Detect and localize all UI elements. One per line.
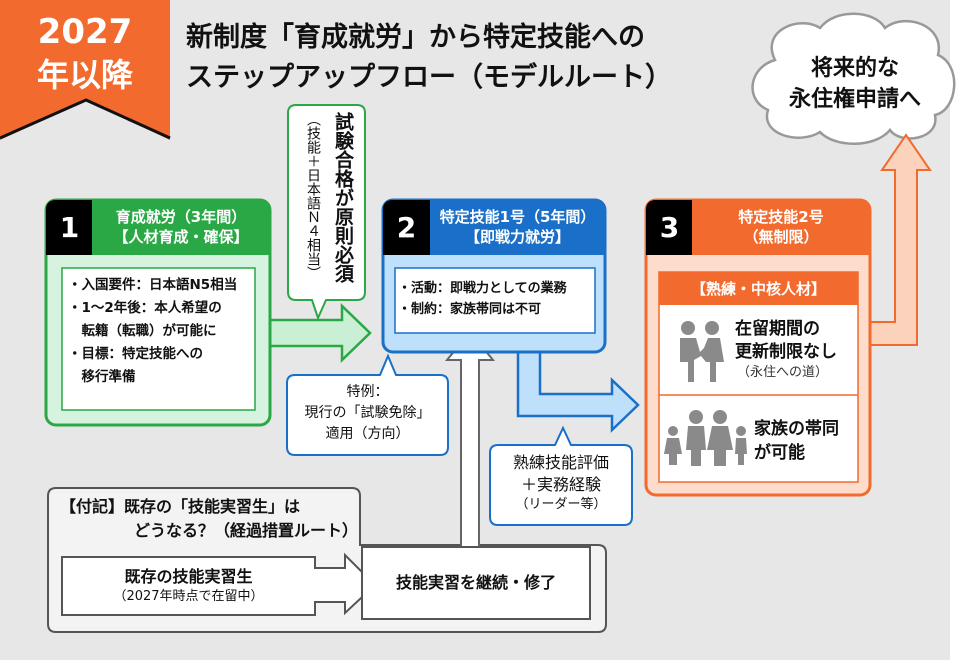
arrow-step2-to-step3 [516, 350, 640, 433]
arrow-step1-to-step2 [268, 303, 372, 363]
callout-skill-shape [489, 425, 633, 526]
step1-subtitle: 【人材育成・確保】 [113, 228, 249, 246]
callout-exam-note: （技能＋日本語Ｎ４相当） [305, 112, 321, 280]
step1-title: 育成就労（3年間） [115, 208, 247, 226]
step2-list: ・活動：即戦力としての業務 ・制約：家族帯同は不可 [398, 278, 567, 320]
step2-item: ・制約：家族帯同は不可 [398, 302, 542, 317]
family-icon [664, 410, 747, 466]
callout-exception-line3: 適用（方向） [325, 426, 410, 442]
handshake-icon [680, 321, 724, 382]
cloud-line1: 将来的な [810, 56, 899, 81]
step3-number: 3 [659, 211, 680, 244]
badge-year: 2027 [37, 12, 133, 52]
step3-subtitle: （無制限） [743, 228, 819, 246]
benefit2-line2: が可能 [754, 443, 805, 463]
step1-list: ・入国要件：日本語N5相当 ・1～2年後：本人希望の 転籍（転職）が可能に ・目… [68, 274, 237, 389]
appendix-title2: どうなる？（経過措置ルート） [134, 521, 359, 540]
benefit2-line1: 家族の帯同 [754, 419, 839, 439]
callout-exam-main: 試験合格が原則必須 [332, 112, 354, 283]
cloud-shape [751, 12, 956, 145]
step1-item: ・1～2年後：本人希望の [68, 300, 222, 316]
callout-exception-line1: 特例： [346, 384, 389, 400]
callout-exception-line2: 現行の「試験免除」 [304, 405, 431, 421]
existing-trainees-note: （2027年時点で在留中） [113, 589, 264, 604]
arrow-existing-to-continue [61, 552, 377, 616]
badge-notch-line [0, 98, 171, 140]
step1-item: ・入国要件：日本語N5相当 [68, 277, 238, 293]
step2-title: 特定技能1号（5年間） [439, 208, 596, 226]
step3-title: 特定技能2号 [738, 208, 824, 226]
step2-subtitle: 【即戦力就労】 [464, 228, 570, 246]
appendix-title1: 【付記】既存の「技能実習生」は [60, 497, 301, 516]
step2-item: ・活動：即戦力としての業務 [398, 281, 567, 296]
step1-item: 移行準備 [68, 369, 136, 385]
continue-box-shape [361, 546, 591, 620]
page-title-line1: 新制度「育成就労」から特定技能への [186, 22, 645, 53]
step2-number: 2 [396, 211, 417, 244]
continue-training-label: 技能実習を継続・修了 [395, 573, 556, 592]
callout-exam-shape [287, 104, 366, 321]
year-badge-shape [0, 0, 170, 140]
arrow-to-permanent-residency [869, 133, 932, 346]
callout-skill-line1: 熟練技能評価 [512, 453, 609, 472]
step1-number: 1 [59, 211, 80, 244]
cloud-line2: 永住権申請へ [788, 87, 921, 112]
arrow-appendix-to-step2 [444, 330, 496, 549]
page-title-line2: ステップアップフロー（モデルルート） [186, 62, 672, 93]
step1-item: ・目標：特定技能への [68, 346, 203, 362]
step1-item: 転籍（転職）が可能に [68, 323, 217, 339]
badge-suffix: 年以降 [36, 56, 133, 94]
callout-exception-shape [286, 353, 449, 456]
step3-label: 【熟練・中核人材】 [690, 280, 826, 298]
benefit1-line2: 更新制限なし [735, 342, 837, 362]
callout-skill-note: （リーダー等） [515, 497, 607, 512]
existing-trainees-label: 既存の技能実習生 [124, 567, 253, 586]
benefit1-note: （永住への道） [737, 365, 829, 380]
callout-skill-line2: ＋実務経験 [520, 475, 601, 494]
benefit1-line1: 在留期間の [735, 319, 820, 339]
